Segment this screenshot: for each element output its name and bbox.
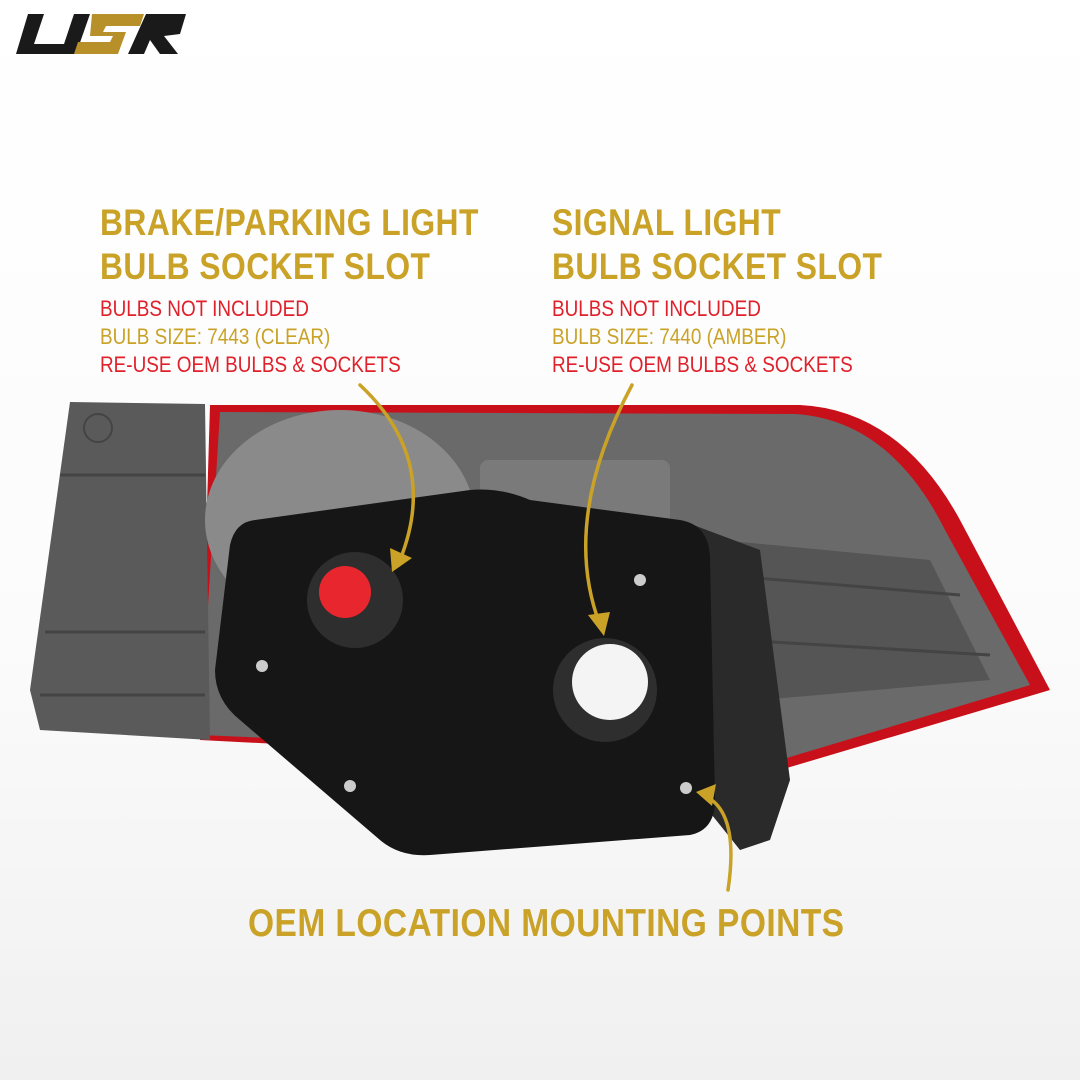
- signal-title-line1: SIGNAL LIGHT: [552, 202, 782, 243]
- signal-socket-hole: [572, 644, 648, 720]
- mounting-stud: [256, 660, 268, 672]
- mounting-stud: [344, 780, 356, 792]
- arrow-signal: [583, 383, 634, 627]
- brake-title-line1: BRAKE/PARKING LIGHT: [100, 202, 479, 243]
- signal-note-bulbs: BULBS NOT INCLUDED: [552, 296, 761, 321]
- brake-note-reuse: RE-USE OEM BULBS & SOCKETS: [100, 352, 401, 377]
- brake-note-bulbs: BULBS NOT INCLUDED: [100, 296, 309, 321]
- signal-note-reuse: RE-USE OEM BULBS & SOCKETS: [552, 352, 853, 377]
- brake-callout: BRAKE/PARKING LIGHT BULB SOCKET SLOT BUL…: [100, 201, 540, 379]
- arrow-brake: [358, 383, 416, 562]
- mounting-stud: [680, 782, 692, 794]
- brake-socket-red: [319, 566, 371, 618]
- brake-title-line2: BULB SOCKET SLOT: [100, 246, 431, 287]
- signal-note-size: BULB SIZE: 7440 (AMBER): [552, 324, 787, 349]
- signal-callout: SIGNAL LIGHT BULB SOCKET SLOT BULBS NOT …: [552, 201, 936, 379]
- mounting-points-label: OEM LOCATION MOUNTING POINTS: [248, 902, 845, 945]
- brake-note-size: BULB SIZE: 7443 (CLEAR): [100, 324, 331, 349]
- usr-logo: [16, 14, 186, 54]
- housing-bracket: [30, 402, 210, 740]
- signal-title-line2: BULB SOCKET SLOT: [552, 246, 883, 287]
- mounting-stud: [634, 574, 646, 586]
